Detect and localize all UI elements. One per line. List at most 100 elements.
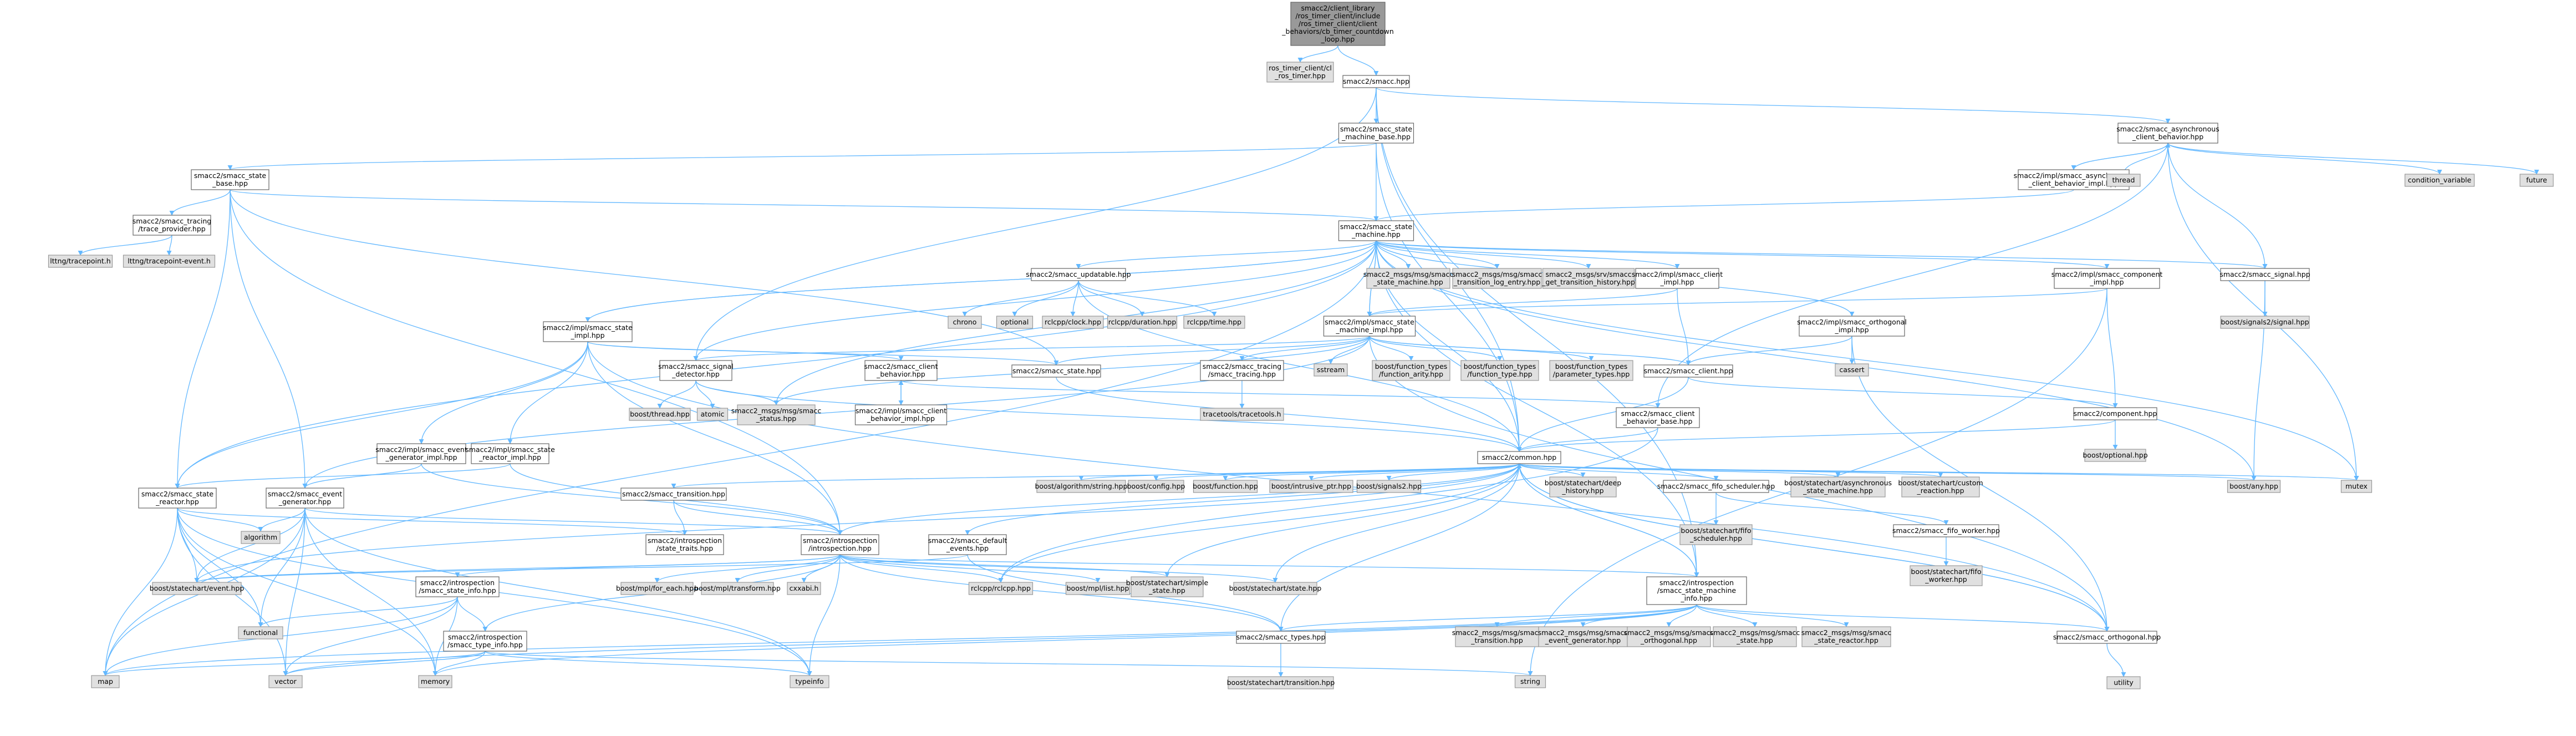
node-label: boost/signals2/signal.hpp [2221, 318, 2309, 326]
node-label: smacc2/introspection [420, 578, 495, 587]
node-state-info[interactable]: smacc2/introspection/smacc_state_info.hp… [415, 576, 500, 597]
node-label: boost/statechart/custom [1898, 479, 1983, 487]
node-introspection[interactable]: smacc2/introspection/introspection.hpp [801, 534, 879, 555]
node-fifo-scheduler[interactable]: smacc2/smacc_fifo_scheduler.hpp [1657, 480, 1775, 493]
node-label: boost/mpl/list.hpp [1067, 584, 1129, 592]
include-edge-state_hpp-to-common [1056, 377, 1522, 452]
node-state-base[interactable]: smacc2/smacc_state_base.hpp [191, 169, 269, 190]
include-edge-client_behavior_base-to-rclcpp [998, 427, 1658, 583]
include-edge-state_machine_impl-to-function_types_arity [1369, 336, 1414, 361]
include-edge-state_machine-to-updatable [1076, 240, 1377, 269]
node-statechart-fifo-scheduler: boost/statechart/fifo_scheduler.hpp [1679, 524, 1753, 545]
node-event-generator[interactable]: smacc2/smacc_event_generator.hpp [266, 488, 344, 509]
node-chrono: chrono [948, 316, 982, 329]
node-state-machine-info[interactable]: smacc2/introspection/smacc_state_machine… [1646, 576, 1747, 605]
include-edge-state_machine_base-to-state_base [228, 143, 1377, 170]
node-functional: functional [238, 626, 283, 639]
include-edge-type_info-to-vector [283, 651, 486, 676]
node-label: boost/algorithm/string.hpp [1035, 482, 1127, 490]
node-state-machine-impl[interactable]: smacc2/impl/smacc_state_machine_impl.hpp [1323, 316, 1416, 337]
node-orthogonal-impl[interactable]: smacc2/impl/smacc_orthogonal_impl.hpp [1797, 316, 1907, 337]
include-edge-introspection-to-mpl_for_each [654, 554, 841, 583]
node-client-hpp[interactable]: smacc2/smacc_client.hpp [1643, 364, 1733, 378]
include-edge-introspection-to-rclcpp [839, 554, 1004, 583]
include-edge-common-to-intrusive_ptr [1309, 463, 1520, 481]
node-state-reactor-impl[interactable]: smacc2/impl/smacc_state_reactor_impl.hpp [465, 443, 555, 464]
include-edge-introspection-to-typeinfo [807, 554, 841, 676]
node-state-impl[interactable]: smacc2/impl/smacc_state_impl.hpp [543, 321, 633, 342]
node-type-info[interactable]: smacc2/introspection/smacc_type_info.hpp [443, 631, 527, 652]
include-edge-state_reactor-to-functional [177, 507, 263, 627]
include-edge-common-to-smacc_types [1278, 463, 1520, 632]
node-signal-detector[interactable]: smacc2/smacc_signal_detector.hpp [658, 360, 734, 381]
node-label: rclcpp/rclcpp.hpp [971, 584, 1031, 592]
node-label: smacc2/smacc_signal [658, 362, 734, 370]
include-edge-type_info-to-map [103, 651, 486, 676]
include-edge-introspection-to-statechart_event [194, 554, 841, 583]
node-string: string [1514, 675, 1546, 688]
include-edge-event_generator-to-functional [258, 507, 306, 627]
node-component-hpp[interactable]: smacc2/component.hpp [2073, 407, 2157, 420]
node-label: smacc2/smacc_orthogonal.hpp [2053, 633, 2161, 641]
include-edge-client_hpp-to-common [1516, 377, 1689, 452]
node-label: _event_generator.hpp [1545, 636, 1621, 644]
include-edge-state_base-to-trace_provider [169, 189, 231, 216]
node-label: smacc2_msgs/msg/smacc [1710, 628, 1800, 637]
node-label: boost/function_types [1555, 362, 1628, 370]
node-label: /ros_timer_client/client [1299, 19, 1377, 28]
node-state-traits[interactable]: smacc2/introspection/state_traits.hpp [645, 534, 724, 555]
node-client-behavior-impl[interactable]: smacc2/impl/smacc_client_behavior_impl.h… [854, 404, 948, 425]
include-edge-state_machine-to-srv_history [1376, 240, 1591, 269]
node-client-behavior-base[interactable]: smacc2/smacc_client_behavior_base.hpp [1616, 407, 1700, 428]
node-transition[interactable]: smacc2/smacc_transition.hpp [620, 488, 727, 501]
node-label: boost/statechart/fifo [1681, 526, 1751, 535]
node-label: cassert [1839, 366, 1864, 374]
include-edge-state_machine_impl-to-function_types_type [1369, 336, 1503, 361]
include-edge-common-to-fifo_scheduler [1519, 463, 1719, 481]
node-updatable[interactable]: smacc2/smacc_updatable.hpp [1026, 268, 1131, 281]
node-event-generator-impl[interactable]: smacc2/impl/smacc_event_generator_impl.h… [375, 443, 467, 464]
node-client-impl[interactable]: smacc2/impl/smacc_client_impl.hpp [1632, 268, 1723, 289]
node-label: memory [421, 677, 450, 686]
node-signal[interactable]: smacc2/smacc_signal.hpp [2219, 268, 2310, 281]
node-async-cb[interactable]: smacc2/smacc_asynchronous_client_behavio… [2116, 123, 2219, 144]
include-edge-state_machine_info-to-msg_state_reactor [1696, 604, 1849, 627]
node-label: smacc2/smacc_fifo_scheduler.hpp [1657, 482, 1775, 490]
node-smacc-types[interactable]: smacc2/smacc_types.hpp [1236, 631, 1326, 644]
include-edge-state_machine-to-state_reactor [175, 240, 1377, 489]
node-state-hpp[interactable]: smacc2/smacc_state.hpp [1011, 364, 1101, 378]
node-smacc-hpp[interactable]: smacc2/smacc.hpp [1342, 75, 1410, 88]
node-lttng-event: lttng/tracepoint-event.h [123, 255, 216, 268]
include-edge-client_impl-to-client_hpp [1677, 288, 1691, 366]
node-async-state-machine: boost/statechart/asynchronous_state_mach… [1784, 476, 1892, 498]
node-state-machine[interactable]: smacc2/smacc_state_machine.hpp [1338, 220, 1414, 241]
node-label: smacc2/impl/smacc_event [375, 445, 467, 454]
node-mutex: mutex [2340, 480, 2373, 493]
include-edge-event_generator_impl-to-event_generator [302, 463, 422, 489]
node-orthogonal[interactable]: smacc2/smacc_orthogonal.hpp [2053, 631, 2161, 644]
node-default-events[interactable]: smacc2/smacc_default_events.hpp [928, 534, 1007, 555]
node-component-impl[interactable]: smacc2/impl/smacc_component_impl.hpp [2051, 268, 2163, 289]
node-label: smacc2/smacc_state [1340, 222, 1413, 231]
include-edge-common-to-transition [671, 463, 1520, 489]
node-label: smacc2/introspection [803, 536, 877, 545]
include-edge-state_reactor-to-statechart_event [177, 507, 200, 583]
node-label: smacc2/common.hpp [1482, 453, 1557, 461]
include-edge-client_behavior-to-client_behavior_base [900, 380, 1661, 408]
include-edge-signal_detector-to-common [695, 380, 1522, 452]
node-client-behavior[interactable]: smacc2/smacc_client_behavior.hpp [864, 360, 938, 381]
include-edge-common-to-default_events [965, 463, 1520, 535]
node-label: _impl.hpp [1834, 326, 1869, 334]
include-edge-introspection-to-mpl_list [839, 554, 1101, 583]
node-trace-provider[interactable]: smacc2/smacc_tracing/trace_provider.hpp [133, 215, 212, 236]
node-label: string [1520, 677, 1540, 686]
node-memory: memory [418, 675, 452, 688]
node-common[interactable]: smacc2/common.hpp [1477, 451, 1561, 464]
include-edge-state_machine_info-to-memory [432, 604, 1697, 676]
node-state-reactor[interactable]: smacc2/smacc_state_reactor.hpp [138, 488, 217, 509]
node-label: smacc2/smacc_client.hpp [1644, 367, 1733, 375]
node-state-machine-base[interactable]: smacc2/smacc_state_machine_base.hpp [1338, 123, 1414, 144]
node-label: /smacc_state_info.hpp [419, 586, 496, 595]
node-fifo-worker[interactable]: smacc2/smacc_fifo_worker.hpp [1892, 524, 2000, 537]
node-smacc-tracing[interactable]: smacc2/smacc_tracing/smacc_tracing.hpp [1200, 360, 1284, 381]
